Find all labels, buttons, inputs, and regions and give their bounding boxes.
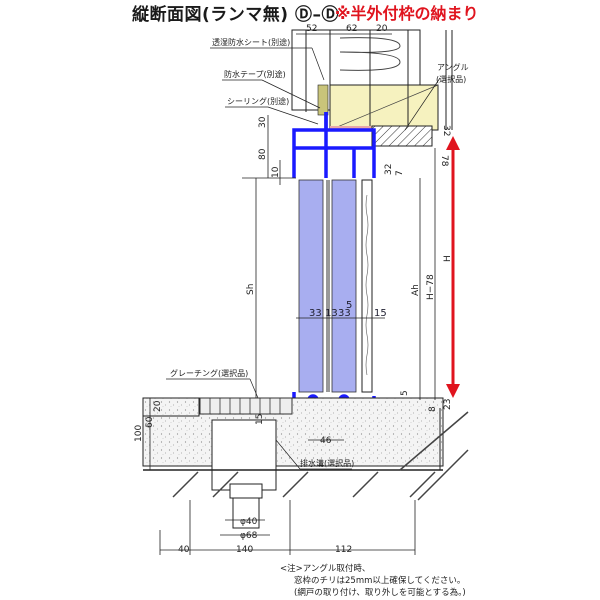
dim-ah: Ah bbox=[411, 284, 421, 296]
dim-bottom-40: 40 bbox=[178, 545, 190, 555]
dim-pipe-40: φ40 bbox=[240, 517, 258, 527]
glass-panels bbox=[298, 179, 373, 393]
dim-top-62: 62 bbox=[346, 24, 357, 34]
dim-h: H bbox=[443, 255, 453, 262]
dim-left-30: 30 bbox=[258, 116, 268, 128]
label-sealing: シーリング(別途) bbox=[227, 96, 289, 106]
dim-h-minus-78: H−78 bbox=[426, 274, 436, 300]
frame-head bbox=[292, 112, 376, 178]
dim-panel-33a: 33 bbox=[309, 308, 322, 319]
dim-bottom-140: 140 bbox=[236, 545, 253, 555]
label-drain-channel: 排水溝(選択品) bbox=[300, 458, 354, 468]
height-arrow bbox=[446, 136, 460, 398]
dim-bottom-23: 23 bbox=[443, 399, 453, 410]
dim-sill-100: 100 bbox=[134, 425, 144, 442]
dim-pipe-68: φ68 bbox=[240, 531, 258, 541]
dim-bottom-112: 112 bbox=[335, 545, 352, 555]
label-angle: アングル bbox=[437, 62, 469, 72]
dim-sill-20: 20 bbox=[153, 400, 163, 412]
dim-gap-5: 5 bbox=[346, 300, 352, 311]
dim-bottom-5: 5 bbox=[400, 390, 410, 396]
dim-top-20: 20 bbox=[376, 24, 388, 34]
dim-sill-60: 60 bbox=[145, 416, 155, 428]
dim-bottom-8: 8 bbox=[428, 406, 438, 412]
label-angle-optional: (選択品) bbox=[436, 74, 466, 84]
note-line-2: 窓枠のチリは25mm以上確保してください。 bbox=[294, 576, 466, 586]
dim-grating-15: 15 bbox=[255, 414, 265, 425]
floor-slab bbox=[142, 397, 600, 540]
leader-lines bbox=[166, 47, 441, 470]
dimension-lines bbox=[149, 33, 436, 555]
dim-right-78: 78 bbox=[439, 155, 449, 167]
dim-panel-15: 15 bbox=[374, 308, 387, 319]
dim-right-32: 32 bbox=[441, 125, 451, 136]
dim-top-52: 52 bbox=[306, 24, 317, 34]
dim-left-80: 80 bbox=[258, 148, 268, 160]
dim-left-10: 10 bbox=[271, 166, 281, 178]
dim-rail-46: 46 bbox=[320, 436, 332, 446]
dim-7: 7 bbox=[395, 170, 405, 176]
drawing-title: 縦断面図(ランマ無) Ⓓ–Ⓓ bbox=[132, 5, 339, 25]
dim-panel-33b: 33 bbox=[338, 308, 351, 319]
note-line-3: (網戸の取り付け、取り外しを可能とする為。) bbox=[294, 588, 466, 598]
ground-hatch bbox=[172, 411, 469, 501]
label-breathable-sheet: 透湿防水シート(別途) bbox=[212, 37, 290, 47]
dim-sh: Sh bbox=[246, 284, 256, 295]
dim-panel-13: 13 bbox=[325, 308, 338, 319]
installation-note: <注>アングル取付時、 窓枠のチリは25mm以上確保してください。 (網戸の取り… bbox=[280, 563, 466, 599]
note-line-1: <注>アングル取付時、 bbox=[280, 564, 371, 574]
dim-32b: 32 bbox=[384, 164, 394, 175]
label-waterproof-tape: 防水テープ(別途) bbox=[224, 69, 286, 79]
label-grating: グレーチング(選択品) bbox=[170, 368, 248, 378]
drawing-subtitle: ※半外付枠の納まり bbox=[335, 4, 479, 23]
